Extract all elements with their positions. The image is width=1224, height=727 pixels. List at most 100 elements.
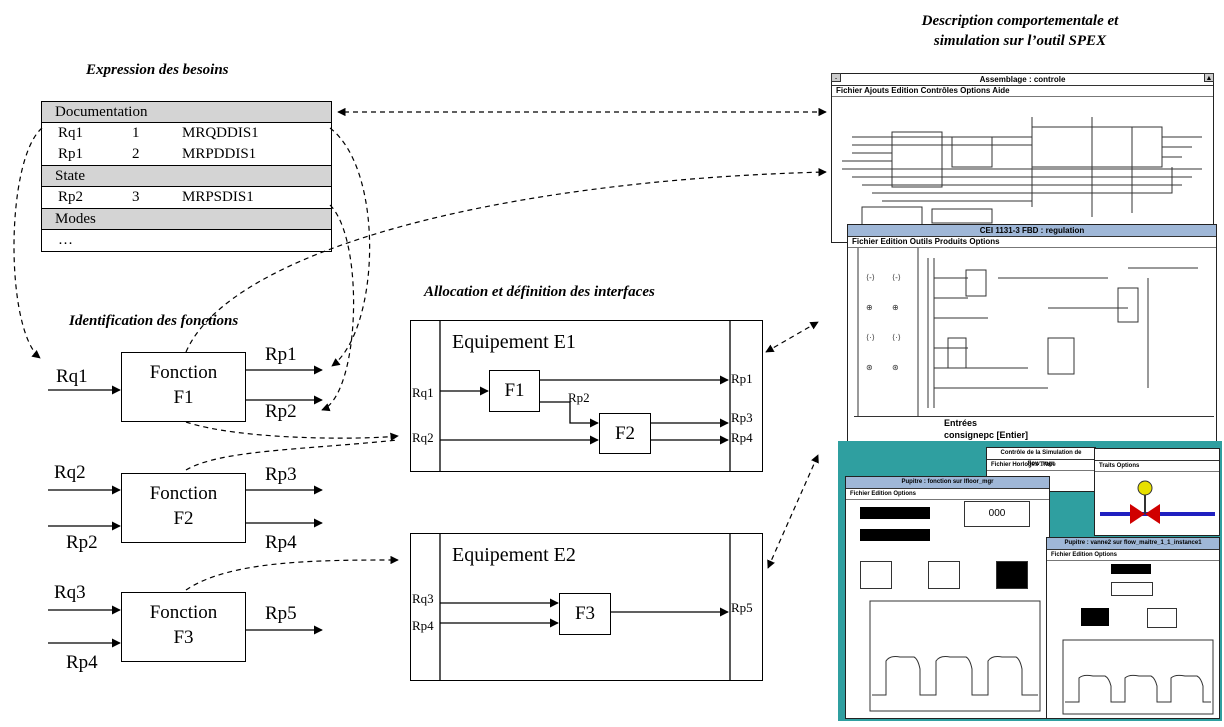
function-f3-box: Fonction F3: [121, 592, 246, 662]
pupitre2-menu: Fichier Edition Options: [1047, 550, 1219, 561]
f2-output-rp4: Rp4: [265, 532, 297, 553]
function-f3-id: F3: [173, 627, 194, 648]
fbd-inputs-panel: Entrées consignepc [Entier]: [854, 416, 1214, 445]
f3-input-rq3: Rq3: [54, 582, 86, 603]
req-number: 1: [132, 125, 140, 141]
e1-function-f1: F1: [489, 370, 540, 412]
e1-input-rq1: Rq1: [412, 385, 434, 400]
trace-window: Traits Options: [1094, 448, 1220, 536]
pupitre2-plot: [1062, 639, 1214, 715]
pupitre2-button[interactable]: [1147, 608, 1177, 628]
table-row: Rp2 3 MRPSDIS1: [42, 187, 331, 208]
req-id: Rp1: [58, 146, 84, 162]
pupitre2-title: Pupitre : vanne2 sur flow_maitre_1_1_ins…: [1047, 538, 1219, 550]
assembly-title: Assemblage : controle: [832, 74, 1213, 86]
trace-f1-spex: [185, 167, 827, 353]
trace-rp2: [321, 204, 355, 412]
req-id: …: [58, 232, 73, 248]
fbd-canvas: ⟨-⟩⟨-⟩ ⊕⊕ ⟨·⟩⟨·⟩ ⊛⊛: [857, 248, 1198, 418]
trace-e1-spex: [765, 321, 819, 353]
svg-text:⊛: ⊛: [892, 363, 899, 372]
pupitre1-display: [860, 529, 930, 541]
valve-canvas: [1100, 480, 1215, 524]
table-row: …: [42, 230, 331, 251]
pupitre1-window: Pupitre : fonction sur Ifloor_mgr Fichie…: [845, 476, 1050, 719]
trace-f2-e1: [185, 439, 399, 471]
svg-text:⊕: ⊕: [892, 303, 899, 312]
f2-input-rp2: Rp2: [66, 532, 98, 553]
expression-title: Expression des besoins: [86, 62, 229, 78]
f3-input-rp4: Rp4: [66, 652, 98, 673]
table-header-modes: Modes: [42, 208, 331, 230]
f3-output-rp5: Rp5: [265, 603, 297, 624]
assembly-system-menu-icon[interactable]: -: [831, 73, 841, 82]
function-f1-label: Fonction: [149, 362, 218, 383]
trace-rq1: [13, 127, 43, 359]
pupitre1-gauge: 000: [964, 501, 1030, 527]
function-f2-label: Fonction: [149, 483, 218, 504]
assembly-menu: Fichier Ajouts Edition Contrôles Options…: [832, 86, 1213, 97]
svg-text:⟨·⟩: ⟨·⟩: [892, 333, 901, 342]
f2-output-rp3: Rp3: [265, 464, 297, 485]
req-id: Rp2: [58, 189, 84, 205]
req-code: MRPDDIS1: [182, 146, 257, 162]
fbd-inputs-label: Entrées: [944, 418, 978, 428]
e2-input-rq3: Rq3: [412, 591, 434, 606]
table-header-state: State: [42, 165, 331, 187]
equipment-e1: [410, 320, 763, 472]
e1-output-rp4: Rp4: [731, 430, 753, 445]
sim-control-title: Contrôle de la Simulation de flow_mgr: [987, 448, 1095, 467]
pupitre1-button[interactable]: [928, 561, 960, 589]
pupitre1-menu: Fichier Edition Options: [846, 489, 1049, 500]
req-number: 2: [132, 146, 140, 162]
fbd-window: CEI 1131-3 FBD : regulation Fichier Edit…: [847, 224, 1217, 446]
req-code: MRQDDIS1: [182, 125, 259, 141]
pupitre2-button[interactable]: [1081, 608, 1109, 626]
function-f2-id: F2: [173, 508, 194, 529]
allocation-title: Allocation et définition des interfaces: [424, 284, 655, 300]
table-row: Rq1 1 MRQDDIS1: [42, 123, 331, 144]
trace-rp1: [329, 127, 371, 367]
trace-f3-e2: [185, 555, 399, 591]
f1-output-rp1: Rp1: [265, 344, 297, 365]
function-f2-box: Fonction F2: [121, 473, 246, 543]
requirements-table: Documentation Rq1 1 MRQDDIS1 Rp1 2 MRPDD…: [41, 101, 332, 252]
f2-input-rq2: Rq2: [54, 462, 86, 483]
pupitre1-plot: [869, 600, 1041, 712]
req-code: MRPSDIS1: [182, 189, 254, 205]
pupitre1-title: Pupitre : fonction sur Ifloor_mgr: [846, 477, 1049, 489]
req-id: Rq1: [58, 125, 84, 141]
function-f1-id: F1: [173, 387, 194, 408]
f1-input-rq1: Rq1: [56, 366, 88, 387]
e1-output-rp1: Rp1: [731, 371, 753, 386]
f1-output-rp2: Rp2: [265, 401, 297, 422]
e1-output-rp3: Rp3: [731, 410, 753, 425]
e1-function-f2: F2: [599, 413, 651, 454]
function-f3-label: Fonction: [149, 602, 218, 623]
description-title-line2: simulation sur l’outil SPEX: [933, 33, 1107, 49]
function-f1-box: Fonction F1: [121, 352, 246, 422]
e1-input-rq2: Rq2: [412, 430, 434, 445]
fbd-title: CEI 1131-3 FBD : regulation: [848, 225, 1216, 237]
pupitre1-button[interactable]: [860, 561, 892, 589]
svg-text:⟨-⟩: ⟨-⟩: [892, 273, 901, 282]
assembly-maximize-icon[interactable]: ▲: [1204, 73, 1214, 82]
pupitre1-button[interactable]: [996, 561, 1028, 589]
pupitre2-field[interactable]: [1111, 582, 1153, 596]
table-row: Rp1 2 MRPDDIS1: [42, 144, 331, 165]
svg-text:⟨-⟩: ⟨-⟩: [866, 273, 875, 282]
trace-e2-spex: [767, 454, 819, 569]
svg-text:⟨·⟩: ⟨·⟩: [866, 333, 875, 342]
e2-output-rp5: Rp5: [731, 600, 753, 615]
e1-internal-rp2: Rp2: [568, 390, 590, 405]
pupitre2-window: Pupitre : vanne2 sur flow_maitre_1_1_ins…: [1046, 537, 1220, 719]
identification-title: Identification des fonctions: [69, 313, 239, 329]
svg-text:⊛: ⊛: [866, 363, 873, 372]
trace-menu: Traits Options: [1095, 461, 1219, 472]
pupitre1-display: [860, 507, 930, 519]
req-number: 3: [132, 189, 140, 205]
assembly-canvas: [842, 117, 1202, 226]
sim-control-menu: Fichier Horloges Trace: [987, 460, 1095, 471]
trace-f1-e1: [185, 421, 399, 441]
